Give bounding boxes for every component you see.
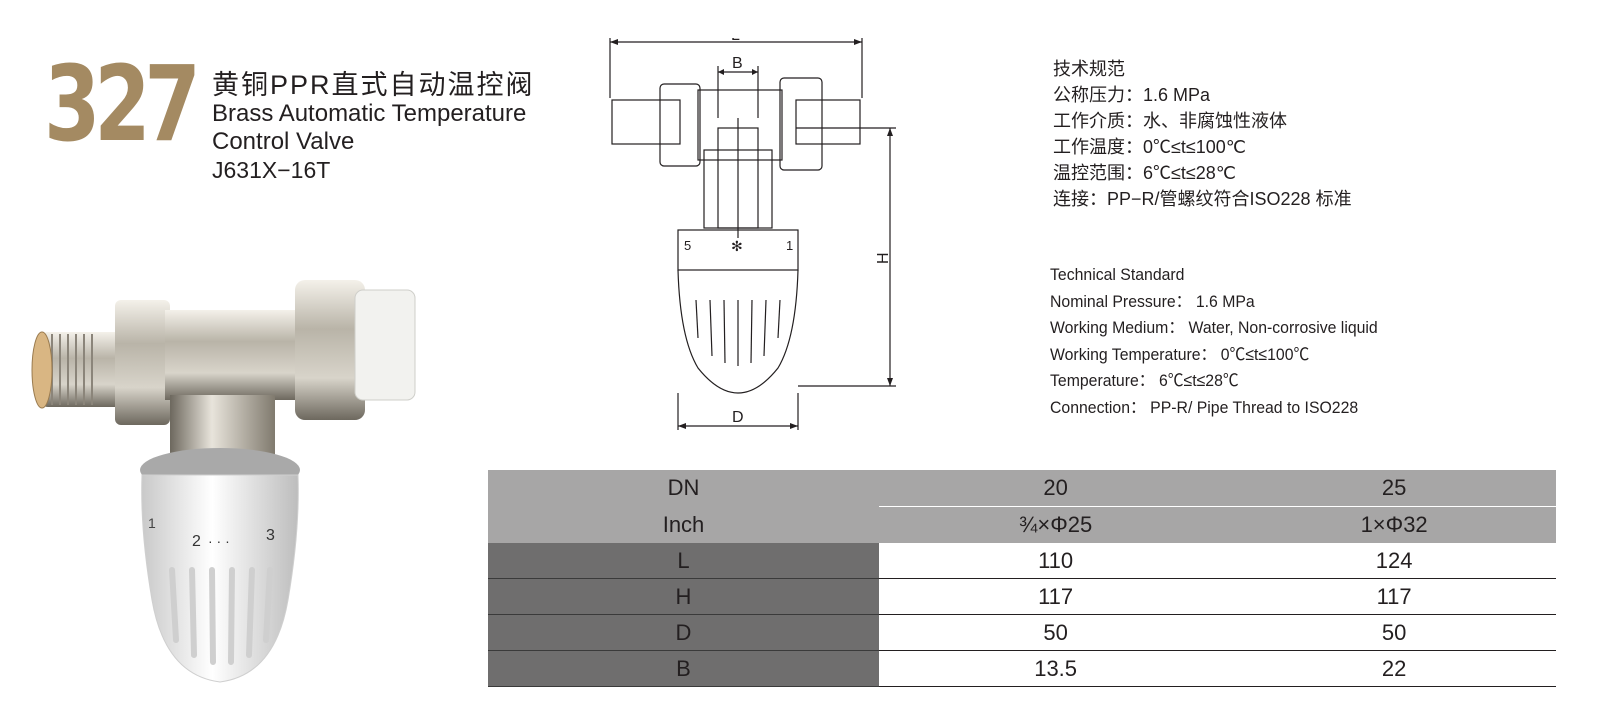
table-header-dn: DN [488, 470, 879, 507]
table-col-dn: 25 [1232, 470, 1556, 507]
spec-zh-medium: 工作介质：水、非腐蚀性液体 [1053, 111, 1287, 131]
valve-photo: 1 2 · · · 3 [31, 280, 416, 683]
spec-zh-heading: 技术规范 [1053, 59, 1125, 79]
technical-drawing: L B H D 5 1 ✻ [609, 38, 896, 430]
table-cell: 22 [1232, 650, 1556, 687]
table-row-label: B [488, 650, 879, 687]
table-cell: 13.5 [879, 650, 1233, 687]
table-row-label: L [488, 543, 879, 579]
dim-label-l: L [731, 38, 740, 44]
spec-en-heading: Technical Standard [1050, 265, 1185, 284]
table-row-label: H [488, 578, 879, 615]
drawing-dial-mark: ✻ [731, 239, 743, 255]
dim-label-d: D [732, 409, 744, 426]
spec-en-range: Temperature： 6℃≤t≤28℃ [1050, 371, 1239, 390]
table-row: H 117 117 [488, 578, 1556, 615]
table-header-row-inch: Inch ¾×Φ25 1×Φ32 [488, 506, 1556, 543]
spec-zh-pressure: 公称压力：1.6 MPa [1053, 85, 1211, 105]
specs-en: Technical Standard Nominal Pressure： 1.6… [1050, 262, 1378, 421]
table-col-dn: 20 [879, 470, 1233, 507]
table-header-inch: Inch [488, 506, 879, 543]
spec-zh-temperature: 工作温度：0℃≤t≤100℃ [1053, 137, 1247, 157]
model-number: 327 [44, 43, 201, 165]
table-col-inch: ¾×Φ25 [879, 506, 1233, 543]
table-row: L 110 124 [488, 543, 1556, 579]
model-code: J631X−16T [212, 157, 331, 183]
spec-en-pressure: Nominal Pressure： 1.6 MPa [1050, 291, 1255, 311]
table-row-label: D [488, 614, 879, 651]
spec-en-temperature: Working Temperature： 0℃≤t≤100℃ [1050, 344, 1310, 364]
dial-label-2: 2 [192, 533, 201, 550]
table-row: D 50 50 [488, 614, 1556, 651]
table-cell: 110 [879, 543, 1233, 579]
dimension-table: DN 20 25 Inch ¾×Φ25 1×Φ32 L 110 124 H 11… [488, 470, 1556, 687]
table-cell: 117 [879, 578, 1233, 615]
spec-en-connection: Connection： PP-R/ Pipe Thread to ISO228 [1050, 397, 1359, 417]
spec-en-medium: Working Medium： Water, Non-corrosive liq… [1050, 318, 1378, 337]
dim-label-h: H [875, 252, 892, 264]
product-title-en-line2: Control Valve [212, 128, 355, 155]
table-row: B 13.5 22 [488, 650, 1556, 687]
table-cell: 124 [1232, 543, 1556, 579]
spec-zh-connection: 连接：PP−R/管螺纹符合ISO228 标准 [1053, 189, 1352, 209]
drawing-dial-5: 5 [684, 238, 691, 253]
dim-label-b: B [732, 55, 743, 72]
product-title-en-line1: Brass Automatic Temperature [212, 100, 527, 127]
dial-dots: · · · [208, 533, 230, 549]
table-header-row-dn: DN 20 25 [488, 470, 1556, 507]
dial-label-3: 3 [266, 527, 275, 544]
dial-label-1: 1 [148, 515, 156, 531]
table-cell: 50 [879, 614, 1233, 651]
spec-zh-range: 温控范围：6℃≤t≤28℃ [1053, 163, 1237, 183]
drawing-dial-1: 1 [786, 238, 793, 253]
table-cell: 117 [1232, 578, 1556, 615]
table-col-inch: 1×Φ32 [1232, 506, 1556, 543]
table-cell: 50 [1232, 614, 1556, 651]
specs-zh: 技术规范 公称压力：1.6 MPa 工作介质：水、非腐蚀性液体 工作温度：0℃≤… [1053, 56, 1352, 212]
product-title-zh: 黄铜PPR直式自动温控阀 [212, 70, 535, 100]
